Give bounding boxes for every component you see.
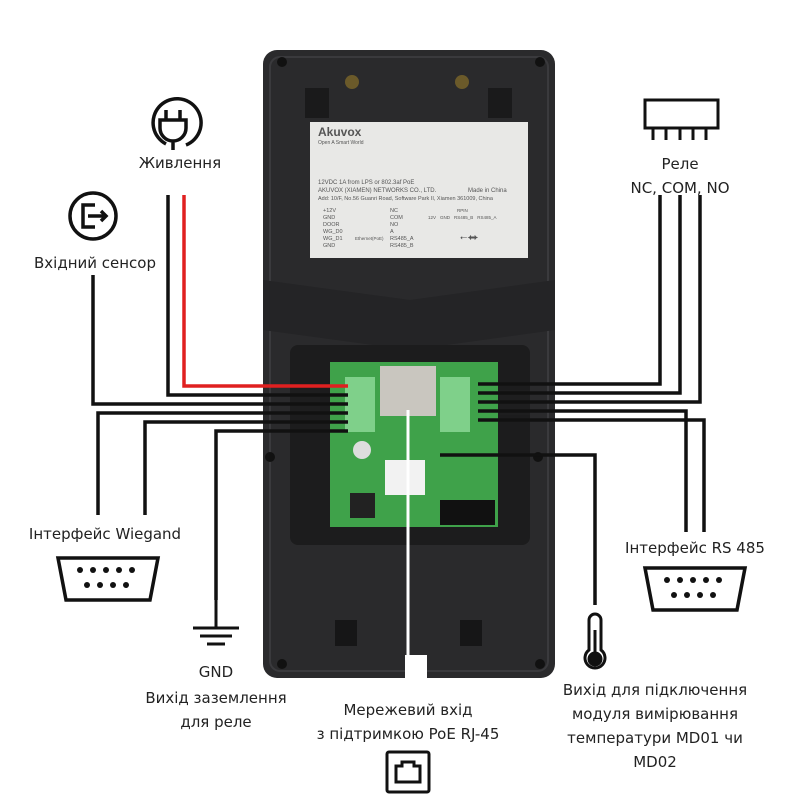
exit-door-icon xyxy=(68,191,118,241)
rs485-wire-a xyxy=(478,409,688,532)
temperature-wire xyxy=(440,453,597,605)
db9-connector-icon xyxy=(642,566,748,612)
gnd-label: GND xyxy=(198,663,234,681)
pin-label: GND xyxy=(323,215,336,221)
pin-label: WG_D0 xyxy=(323,229,343,235)
power-wire-ground xyxy=(166,195,348,397)
rs485-wire-b xyxy=(478,418,706,532)
pin-label: +12V xyxy=(323,208,336,214)
pin-label: GND xyxy=(440,215,451,220)
relay-wire-no xyxy=(478,195,702,404)
gnd-description-line: для реле xyxy=(180,713,252,731)
pin-label: DOOR xyxy=(323,222,340,228)
pin-label: RS485_B xyxy=(390,243,414,249)
pin-label: RS485_A xyxy=(390,236,414,242)
temperature-label-line: модуля вимірювання xyxy=(571,705,738,723)
rj45-port-icon xyxy=(385,750,431,794)
rj45-jack xyxy=(380,366,436,416)
network-label-line: Мережевий вхід xyxy=(343,701,473,719)
sensor-wire xyxy=(91,275,348,406)
usb-icon: ⭠⬌ xyxy=(460,232,479,242)
gnd-wire xyxy=(214,429,348,600)
relay-icon xyxy=(643,98,720,140)
pin-label: RS485_A xyxy=(477,215,497,220)
wiegand-label: Інтерфейс Wiegand xyxy=(28,525,182,543)
ethernet-label: Ethernet(PoE) xyxy=(355,236,384,241)
brand-logo: Akuvox xyxy=(318,125,362,139)
pin-label: NC xyxy=(390,208,398,214)
pin-label: 12V xyxy=(428,215,437,220)
pin-label: GND xyxy=(323,243,336,249)
made-in: Made in China xyxy=(468,188,507,194)
pin-label: WG_D1 xyxy=(323,236,343,242)
rs485-label: Інтерфейс RS 485 xyxy=(625,539,765,557)
rpin-title: RPIN xyxy=(457,208,468,213)
temperature-label-line: MD02 xyxy=(633,753,677,771)
power-spec: 12VDC 1A from LPS or 802.3af PoE xyxy=(318,180,415,186)
relay-wire-nc xyxy=(478,195,662,386)
gnd-description-line: Вихід заземлення xyxy=(145,689,287,707)
pin-label: A xyxy=(390,229,394,235)
thermometer-icon xyxy=(583,612,607,670)
brand-tagline: Open A Smart World xyxy=(318,140,364,146)
relay-title: Реле xyxy=(661,155,699,173)
relay-contacts: NC, COM, NO xyxy=(630,179,730,197)
temperature-label-line: температури MD01 чи xyxy=(567,729,743,747)
terminal-block-right xyxy=(440,377,470,432)
terminal-block-left xyxy=(345,377,375,432)
pin-label: COM xyxy=(390,215,403,221)
pin-label: NO xyxy=(390,222,399,228)
entry-sensor-label: Вхідний сенсор xyxy=(33,254,156,272)
gnd-description: Вихід заземлення для реле xyxy=(136,686,296,734)
ground-icon xyxy=(193,600,239,646)
temperature-label: Вихід для підключення модуля вимірювання… xyxy=(545,678,765,774)
power-label: Живлення xyxy=(138,154,222,172)
address: Add: 10/F, No.56 Guanri Road, Software P… xyxy=(318,196,493,202)
power-plug-icon xyxy=(151,96,203,150)
company-name: AKUVOX (XIAMEN) NETWORKS CO., LTD. xyxy=(318,188,437,194)
power-wire-positive xyxy=(182,195,348,388)
wiegand-wire-d1 xyxy=(143,420,348,515)
temperature-label-line: Вихід для підключення xyxy=(562,681,748,699)
network-label: Мережевий вхід з підтримкою PoE RJ-45 xyxy=(308,698,508,746)
db9-connector-icon xyxy=(55,556,161,602)
wiegand-wire-d0 xyxy=(96,411,348,515)
pin-label: RS485_B xyxy=(454,215,474,220)
product-sticker xyxy=(310,122,528,258)
relay-wire-com xyxy=(478,195,682,395)
network-label-line: з підтримкою PoE RJ-45 xyxy=(316,725,500,743)
